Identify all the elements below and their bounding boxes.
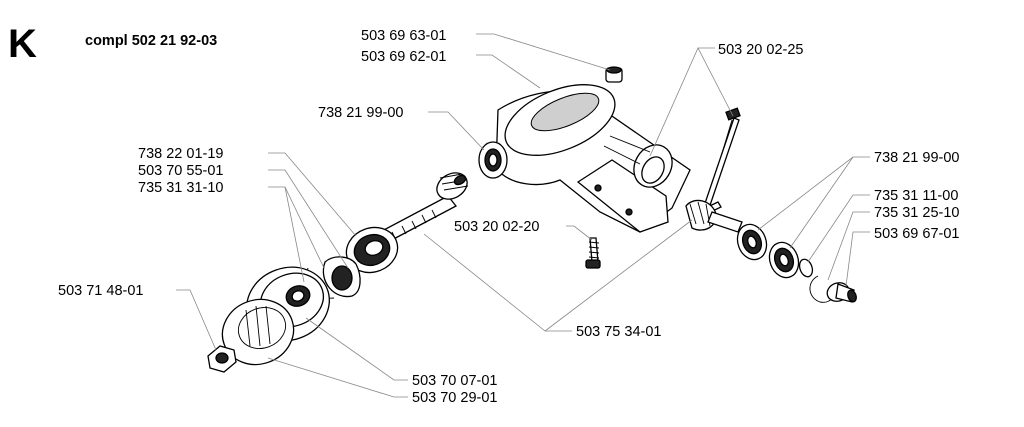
output-shaft [685, 199, 743, 233]
callout-738-22-01-19: 738 22 01-19 [138, 146, 223, 162]
callout-735-31-31-10: 735 31 31-10 [138, 180, 223, 196]
callout-738-21-99-00-left: 738 21 99-00 [318, 105, 403, 121]
callout-503-69-67-01: 503 69 67-01 [874, 226, 959, 242]
callout-503-71-48-01: 503 71 48-01 [58, 283, 143, 299]
screw-lower [585, 237, 601, 269]
callout-503-75-34-01: 503 75 34-01 [576, 324, 661, 340]
callout-503-69-62-01: 503 69 62-01 [361, 49, 446, 65]
drive-hub [221, 266, 330, 366]
callout-503-20-02-20: 503 20 02-20 [454, 219, 539, 235]
assembly-label: compl 502 21 92-03 [85, 33, 217, 49]
callout-503-69-63-01: 503 69 63-01 [361, 28, 446, 44]
callout-503-70-07-01: 503 70 07-01 [412, 373, 497, 389]
plug-screw [605, 66, 623, 83]
callout-735-31-25-10: 735 31 25-10 [874, 205, 959, 221]
gear-housing [495, 84, 691, 233]
bearing-upper [478, 141, 508, 179]
bearing-right-2 [768, 241, 800, 279]
callout-738-21-99-00-right: 738 21 99-00 [874, 150, 959, 166]
nut [207, 345, 237, 373]
end-cap [826, 282, 857, 303]
section-letter: K [8, 22, 37, 66]
callout-735-31-11-00: 735 31 11-00 [874, 188, 958, 204]
leader-lines [176, 33, 870, 398]
callout-503-70-55-01: 503 70 55-01 [138, 163, 223, 179]
callout-503-20-02-25: 503 20 02-25 [718, 42, 803, 58]
bearing-lower [345, 226, 399, 274]
bearing-right-1 [736, 223, 768, 261]
gear-shaft [379, 172, 469, 243]
callout-503-70-29-01: 503 70 29-01 [412, 390, 497, 406]
callout-labels: 503 69 63-01 503 69 62-01 503 20 02-25 7… [58, 28, 959, 406]
